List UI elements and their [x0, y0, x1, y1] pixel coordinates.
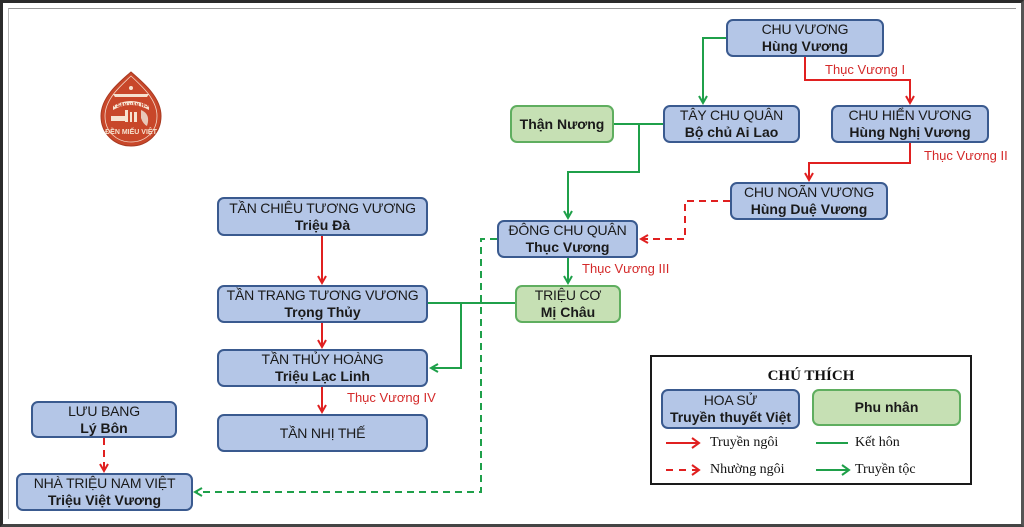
- legend-label-abdication: Nhường ngôi: [710, 462, 785, 477]
- legend-label-marriage: Kết hôn: [855, 435, 900, 450]
- node-name: Thận Nương: [519, 115, 605, 132]
- node-name: Mị Châu: [540, 304, 596, 320]
- node-chu-hien-vuong[interactable]: CHU HIỂN VƯƠNG Hùng Nghị Vương: [831, 105, 989, 143]
- legend-box-name: Phu nhân: [854, 399, 919, 415]
- node-tan-thuy-hoang[interactable]: TẦN THỦY HOÀNG Triệu Lạc Linh: [217, 349, 428, 387]
- node-name: Hùng Duệ Vương: [750, 201, 868, 217]
- legend-chinese-history-box: HOA SỬ Truyền thuyết Việt: [661, 389, 800, 429]
- logo-top-text: DI SẢN VĂN HÓA: [110, 101, 152, 109]
- node-tan-trang-tuong-vuong[interactable]: TẦN TRANG TƯƠNG VƯƠNG Trọng Thủy: [217, 285, 428, 323]
- node-trieu-co[interactable]: TRIỆU CƠ Mị Châu: [515, 285, 621, 323]
- edge-label-thuc-vuong-1: Thục Vương I: [825, 62, 906, 77]
- edge-label-thuc-vuong-3: Thục Vương III: [582, 261, 670, 276]
- node-tan-nhi-the[interactable]: TẦN NHỊ THẾ: [217, 414, 428, 452]
- node-title: CHU NOÃN VƯƠNG: [743, 184, 875, 200]
- node-chu-noan-vuong[interactable]: CHU NOÃN VƯƠNG Hùng Duệ Vương: [730, 182, 888, 220]
- legend-label-lineage: Truyền tộc: [855, 462, 916, 477]
- node-name: Triệu Lạc Linh: [275, 368, 370, 384]
- den-mieu-viet-logo: DI SẢN VĂN HÓA ĐỀN MIẾU VIỆT: [97, 70, 165, 148]
- node-title: TẦN CHIÊU TƯƠNG VƯƠNG: [229, 199, 416, 216]
- logo-icon: DI SẢN VĂN HÓA ĐỀN MIẾU VIỆT: [100, 71, 162, 147]
- node-title: TẦN TRANG TƯƠNG VƯƠNG: [226, 287, 419, 303]
- legend-box-title: HOA SỬ: [703, 392, 758, 408]
- node-than-nuong[interactable]: Thận Nương: [510, 105, 614, 143]
- node-title: TÂY CHU QUÂN: [679, 107, 784, 123]
- node-dong-chu-quan[interactable]: ĐÔNG CHU QUÂN Thục Vương: [497, 220, 638, 258]
- node-title: TẦN NHỊ THẾ: [279, 424, 366, 441]
- legend-title: CHÚ THÍCH: [767, 368, 855, 384]
- node-title: LƯU BANG: [68, 402, 140, 419]
- node-name: Thục Vương: [525, 239, 610, 255]
- node-chu-vuong[interactable]: CHU VƯƠNG Hùng Vương: [726, 19, 884, 57]
- edge-chu-hien-vuong-to-chu-noan-vuong: [809, 143, 911, 180]
- node-name: Triệu Việt Vương: [47, 492, 162, 508]
- edge-chu-vuong-to-chu-hien-vuong: [804, 57, 910, 103]
- edge-dong-chu-quan-to-nha-trieu: [195, 238, 497, 492]
- node-title: TẦN THỦY HOÀNG: [261, 351, 384, 367]
- edge-chu-vuong-to-tay-chu-quan: [703, 37, 726, 103]
- node-name: Trọng Thủy: [284, 304, 361, 320]
- node-name: Hùng Nghị Vương: [849, 124, 971, 140]
- node-title: TRIỆU CƠ: [534, 287, 602, 303]
- legend-consort-box: Phu nhân: [812, 389, 961, 426]
- node-tan-chieu-tuong-vuong[interactable]: TẦN CHIÊU TƯƠNG VƯƠNG Triệu Đà: [217, 197, 428, 236]
- frame-inner-border: [8, 8, 1016, 519]
- legend-box-name: Truyền thuyết Việt: [669, 409, 792, 425]
- red-arrow-icon: [666, 437, 701, 449]
- logo-bottom-text: ĐỀN MIẾU VIỆT: [105, 126, 157, 136]
- node-title: CHU HIỂN VƯƠNG: [848, 107, 972, 123]
- legend-label-succession: Truyền ngôi: [710, 435, 779, 450]
- edge-chu-noan-vuong-to-dong-chu-quan: [641, 200, 730, 239]
- node-name: Hùng Vương: [761, 38, 849, 54]
- edge-marriage-to-tan-thuy-hoang: [431, 303, 462, 368]
- node-title: ĐÔNG CHU QUÂN: [508, 222, 627, 238]
- edge-label-thuc-vuong-2: Thục Vương II: [924, 148, 1008, 163]
- red-dashed-arrow-icon: [666, 464, 701, 476]
- legend: CHÚ THÍCH HOA SỬ Truyền thuyết Việt Phu …: [650, 355, 972, 485]
- node-title: CHU VƯƠNG: [761, 21, 849, 37]
- edge-label-thuc-vuong-4: Thục Vương IV: [347, 390, 436, 405]
- green-line-icon: [816, 442, 848, 444]
- node-name: Triệu Đà: [294, 216, 351, 233]
- node-name: Lý Bôn: [80, 419, 128, 436]
- green-arrow-icon: [816, 464, 851, 476]
- node-name: Bộ chủ Ai Lao: [684, 124, 779, 140]
- node-luu-bang[interactable]: LƯU BANG Lý Bôn: [31, 401, 177, 438]
- node-nha-trieu-nam-viet[interactable]: NHÀ TRIỆU NAM VIỆT Triệu Việt Vương: [16, 473, 193, 511]
- node-tay-chu-quan[interactable]: TÂY CHU QUÂN Bộ chủ Ai Lao: [663, 105, 800, 143]
- edge-marriage-to-dong-chu-quan: [568, 124, 640, 218]
- node-title: NHÀ TRIỆU NAM VIỆT: [33, 475, 176, 491]
